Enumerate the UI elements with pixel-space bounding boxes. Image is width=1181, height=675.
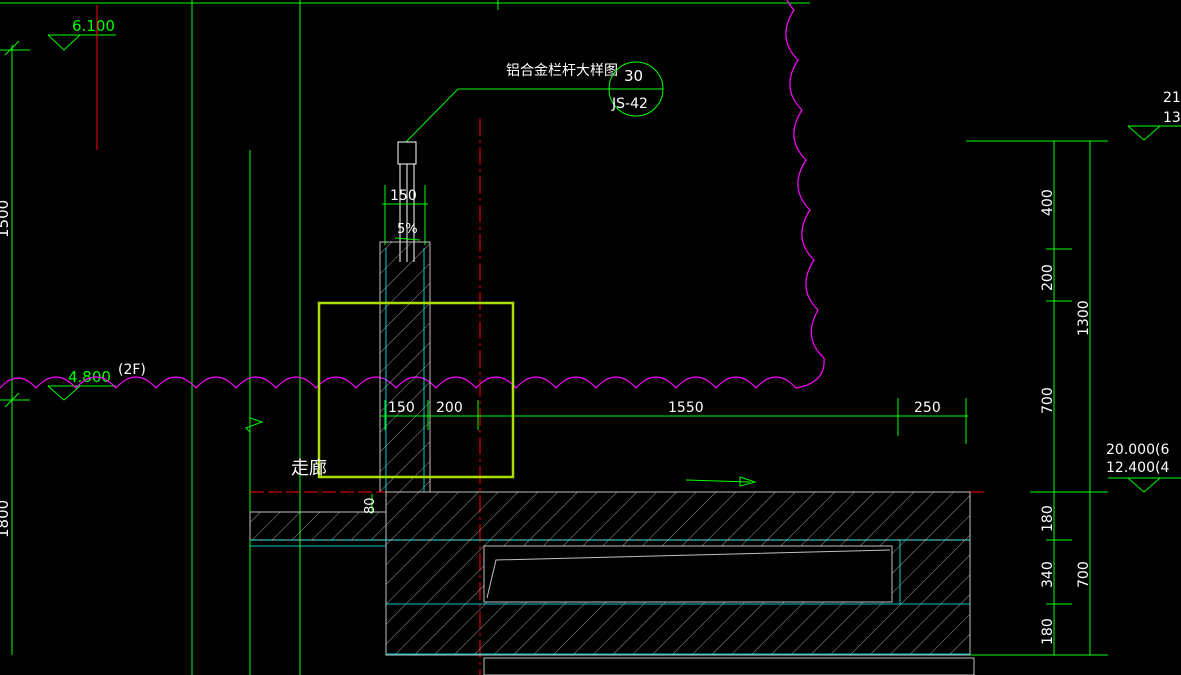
selection-highlight-box[interactable] xyxy=(317,301,515,479)
slab-void xyxy=(483,545,893,603)
right-level-mark-mid xyxy=(1108,477,1181,493)
slope-arrow xyxy=(394,237,421,241)
void-wedge xyxy=(486,549,891,599)
level-mark-4800 xyxy=(47,385,116,401)
top-dimension xyxy=(382,185,428,245)
bottom-dimension-row xyxy=(380,398,968,444)
dim-1550-text: 1550 xyxy=(668,400,704,416)
right-dim-700-text: 700 xyxy=(1040,387,1056,414)
left-vertical-dimension xyxy=(0,40,30,655)
right-level-21-text: 21 xyxy=(1163,90,1181,106)
sheet-ref-text: JS-42 xyxy=(611,96,648,112)
right-dim-180-text: 180 xyxy=(1040,505,1056,532)
right-level-mark-top xyxy=(1127,125,1181,141)
top-dim-text: 150 xyxy=(390,188,417,204)
level-4800-text: 4.800 xyxy=(68,368,111,386)
flow-arrow xyxy=(685,479,751,483)
slab-upper-band xyxy=(385,491,971,541)
left-dim-top-text: 1500 xyxy=(0,200,12,238)
slab-80-text: 80 xyxy=(363,497,378,514)
detail-number-text: 30 xyxy=(624,67,643,85)
level-6100-text: 6.100 xyxy=(72,17,115,35)
right-dim-700b-text: 700 xyxy=(1076,561,1092,588)
right-dim-400-text: 400 xyxy=(1040,189,1056,216)
level-mark-6100 xyxy=(47,34,116,51)
dim-150-text: 150 xyxy=(388,400,415,416)
right-dim-180b-text: 180 xyxy=(1040,618,1056,645)
break-mark xyxy=(245,410,264,433)
right-dim-200-text: 200 xyxy=(1040,264,1056,291)
level-2f-text: (2F) xyxy=(118,362,146,378)
slope-text: 5% xyxy=(397,222,418,237)
dim-200-text: 200 xyxy=(436,400,463,416)
right-level-20000-text: 20.000(6 xyxy=(1106,442,1169,458)
slab-bottom-step xyxy=(483,657,975,675)
dim-250-text: 250 xyxy=(914,400,941,416)
right-dimension-chain xyxy=(966,140,1108,656)
right-dim-1300-text: 1300 xyxy=(1076,300,1092,336)
parapet-wall xyxy=(379,241,431,493)
slab-left-band xyxy=(249,511,387,541)
callout-leader xyxy=(405,88,609,143)
right-dim-340-text: 340 xyxy=(1040,561,1056,588)
left-dim-bottom-text: 1800 xyxy=(0,500,12,538)
right-level-12400-text: 12.400(4 xyxy=(1106,460,1169,476)
corridor-text: 走廊 xyxy=(291,458,327,479)
railing-callout-text: 铝合金栏杆大样图 xyxy=(506,63,618,79)
right-level-13-text: 13 xyxy=(1163,110,1181,126)
flow-arrow-head xyxy=(739,476,757,487)
revision-cloud xyxy=(0,0,825,389)
